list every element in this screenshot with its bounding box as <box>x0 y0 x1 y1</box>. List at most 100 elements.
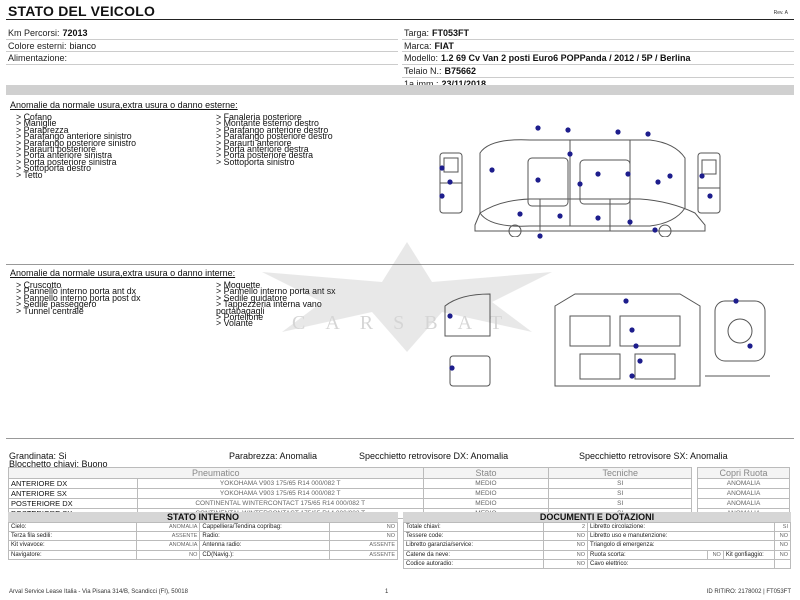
damage-marker <box>565 127 571 133</box>
damage-marker <box>652 227 658 233</box>
internal-state-value: ASSENTE <box>329 549 398 560</box>
anomaly-item: > Porta anteriore sinistra <box>16 150 113 161</box>
info-label: Alimentazione: <box>8 53 68 64</box>
external-anomalies-col1: > Cofano> Maniglie> Parabrezza> Parafang… <box>16 112 216 179</box>
internal-anomalies: Anomalie da normale usura,extra usura o … <box>6 268 426 328</box>
damage-marker <box>645 131 651 137</box>
mirror-right-status: Specchietto retrovisore DX: Anomalia <box>359 451 509 461</box>
revision-label: Rev. A <box>773 10 788 16</box>
anomaly-item: > Sedile guidatore <box>216 292 288 303</box>
damage-marker <box>707 193 713 199</box>
tyre-position: ANTERIORE DX <box>8 478 138 489</box>
windscreen-status: Parabrezza: Anomalia <box>229 451 318 461</box>
info-value: bianco <box>69 40 97 51</box>
interior-damage-markers <box>440 286 780 396</box>
documents-label: Kit gonfiaggio: <box>722 549 776 560</box>
damage-marker <box>625 171 631 177</box>
info-value: 1.2 69 Cv Van 2 posti Euro6 POPPanda / 2… <box>441 53 691 64</box>
documents-label: Libretto circolazione: <box>586 521 776 533</box>
internal-state-label: Kit vivavoce: <box>8 540 137 551</box>
documents-value: NO <box>543 549 588 560</box>
documents-value: NO <box>543 540 588 551</box>
tyre-model: YOKOHAMA V903 175/65 R14 000/082 T <box>136 488 424 499</box>
exterior-side-diagram <box>470 195 710 237</box>
documents-label: Totale chiavi: <box>403 521 544 533</box>
damage-marker <box>655 179 661 185</box>
external-anomalies: Anomalie da normale usura,extra usura o … <box>6 100 426 179</box>
footer-id: ID RITIRO: 2178002 | FT053FT <box>706 589 791 595</box>
wheel-cover-header: Copri Ruota <box>697 467 790 479</box>
documents-label: Cavo elettrico: <box>586 558 776 569</box>
info-row: Marca:FIAT <box>402 40 794 53</box>
damage-marker <box>517 211 523 217</box>
anomaly-item: > Maniglie <box>16 118 57 129</box>
anomaly-item: > Montante esterno destro <box>216 118 319 129</box>
damage-marker <box>537 233 543 239</box>
anomaly-item: > Fanaleria posteriore <box>216 112 302 122</box>
external-anomalies-title: Anomalie da normale usura,extra usura o … <box>10 100 238 110</box>
exterior-damage-markers <box>420 118 740 248</box>
technical-header: Tecniche <box>548 467 693 479</box>
tyre-state: MEDIO <box>422 498 550 509</box>
damage-marker <box>747 343 753 349</box>
footer-page-number: 1 <box>385 589 389 595</box>
anomaly-item: > Paraurti anteriore <box>216 137 292 148</box>
info-label: Marca: <box>404 40 432 51</box>
internal-state-label: Radio: <box>199 531 331 542</box>
damage-marker <box>615 129 621 135</box>
tyre-technical: SI <box>548 488 693 499</box>
exterior-side-svg <box>474 198 706 237</box>
info-label: Telaio N.: <box>404 65 442 76</box>
internal-state-label: CD(Navig.): <box>199 549 331 560</box>
damage-marker <box>623 298 629 304</box>
anomaly-item: > Parafango anteriore destro <box>216 124 329 135</box>
anomaly-item: > Tappezzeria interna vano <box>216 299 322 310</box>
interior-markers-svg <box>447 298 753 379</box>
tyre-position: POSTERIORE DX <box>8 498 138 509</box>
documents-label: Ruota scorta: <box>587 549 708 560</box>
anomaly-item: > Paraurti posteriore <box>16 144 96 155</box>
anomaly-item: > Pannello interno porta ant dx <box>16 286 137 297</box>
info-row: Alimentazione: <box>6 52 398 66</box>
internal-state-label: Cielo: <box>8 521 137 533</box>
wheel-cover-state: ANOMALIA <box>697 488 790 499</box>
exterior-markers-svg <box>439 125 713 239</box>
anomaly-item: > Parafango posteriore destro <box>216 131 333 142</box>
internal-state-value: ASSENTE <box>329 540 398 551</box>
documents-label: Libretto uso e manutenzione: <box>586 531 776 542</box>
damage-marker <box>629 327 635 333</box>
key-lock-status: Blocchetto chiavi: Buono <box>9 459 108 469</box>
internal-state-label: Antenna radio: <box>199 540 331 551</box>
info-value: FT053FT <box>432 27 470 38</box>
damage-marker <box>667 173 673 179</box>
anomaly-item: > Parafango anteriore sinistro <box>16 131 132 142</box>
internal-state-value: NO <box>329 531 398 542</box>
info-row: Targa:FT053FT <box>402 27 794 40</box>
anomaly-item: > Porta posteriore destra <box>216 150 314 161</box>
interior-car-svg <box>444 293 770 387</box>
documents-label: Codice autoradio: <box>403 558 544 569</box>
internal-anomalies-col2: > Moquette> Pannello interno porta ant s… <box>216 280 416 328</box>
anomaly-item: > Cofano <box>16 112 52 122</box>
info-label: Targa: <box>404 27 430 38</box>
tyre-technical: SI <box>548 498 693 509</box>
anomaly-item: > Portellone <box>216 312 264 323</box>
internal-state-value: NO <box>135 549 201 560</box>
page-title: STATO DEL VEICOLO <box>8 3 156 19</box>
anomaly-item: > Porta anteriore destra <box>216 144 309 155</box>
internal-state-label: Terza fila sedili: <box>8 531 137 542</box>
mirror-left-status: Specchietto retrovisore SX: Anomalia <box>579 451 728 461</box>
internal-anomalies-title: Anomalie da normale usura,extra usura o … <box>10 268 236 278</box>
anomaly-item: > Sottoporta destro <box>16 163 92 174</box>
damage-marker <box>557 213 563 219</box>
damage-marker <box>439 193 445 199</box>
